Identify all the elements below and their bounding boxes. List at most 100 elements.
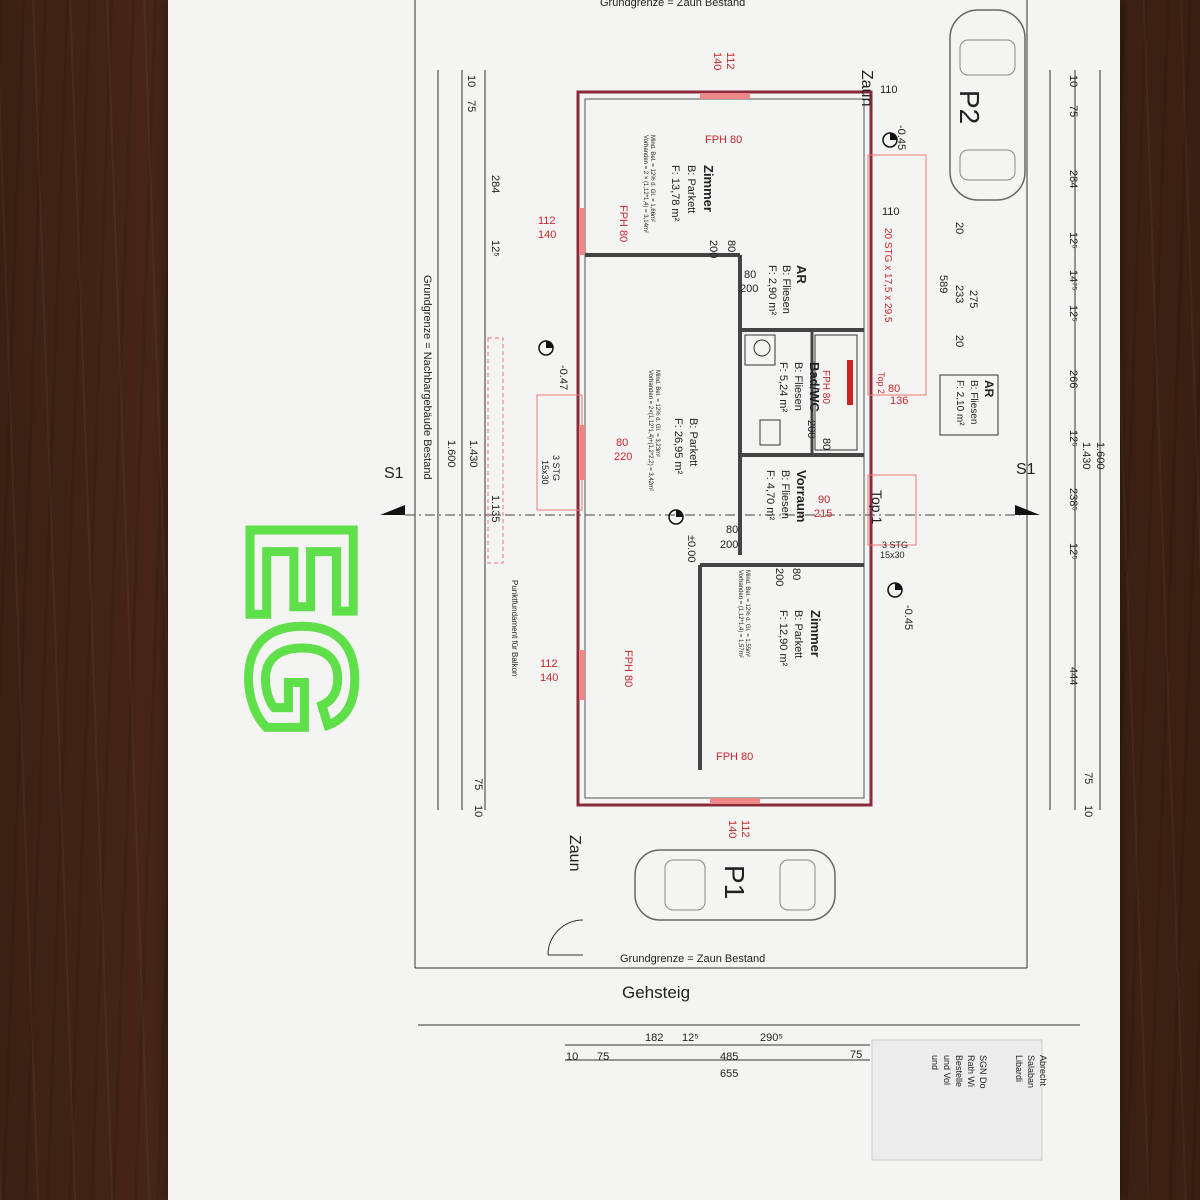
balcony-foundation: [487, 337, 504, 564]
svg-text:238⁵: 238⁵: [1067, 488, 1079, 511]
svg-text:140: 140: [538, 229, 556, 241]
svg-text:1.600: 1.600: [1094, 442, 1106, 470]
svg-text:75: 75: [1082, 772, 1094, 784]
svg-text:140: 140: [726, 820, 738, 838]
room-zimmer-right: Zimmer B: Parkett F: 12,90 m² Mind. Bel.…: [737, 570, 823, 667]
room-wohnen: B: Parkett F: 26,95 m² Mind. Bel. = 12% …: [647, 370, 699, 491]
svg-text:und: und: [930, 1055, 940, 1070]
room-bad: Bad/WC B: Fliesen F: 5,24 m²: [777, 362, 822, 412]
room-ar-small: AR B: Fliesen F: 2,90 m²: [766, 265, 809, 315]
height-bottom: -0.45: [902, 605, 914, 630]
svg-text:F: 4,70 m²: F: 4,70 m²: [764, 470, 776, 520]
label-grundgrenze-left: Grundgrenze = Nachbargebäude Bestand: [421, 275, 433, 480]
svg-text:12⁵: 12⁵: [1067, 305, 1079, 322]
svg-text:F: 5,24 m²: F: 5,24 m²: [777, 362, 789, 412]
car-p1-icon: [634, 849, 836, 921]
svg-text:Bad/WC: Bad/WC: [807, 362, 822, 412]
svg-text:Bestelle: Bestelle: [954, 1055, 964, 1087]
svg-text:485: 485: [720, 1051, 738, 1063]
svg-text:B: Parkett: B: Parkett: [687, 418, 699, 466]
svg-text:14⁷⁵: 14⁷⁵: [1067, 270, 1079, 291]
svg-text:Vorhanden = 2 × (1,12*1,4) = 3: Vorhanden = 2 × (1,12*1,4) = 3,14m²: [642, 135, 648, 233]
svg-text:112: 112: [538, 215, 556, 227]
terrace-stairs: [536, 394, 583, 511]
svg-text:F: 26,95 m²: F: 26,95 m²: [672, 418, 684, 475]
svg-text:90: 90: [818, 494, 830, 506]
label-s1-right: S1: [1016, 461, 1036, 478]
building-outline: [576, 90, 873, 807]
svg-text:10: 10: [465, 75, 477, 87]
height-left: -0.47: [557, 365, 569, 390]
svg-text:F: 12,90 m²: F: 12,90 m²: [777, 610, 789, 667]
label-3stg-b: 3 STG: [551, 455, 561, 481]
svg-text:10: 10: [566, 1051, 578, 1063]
svg-text:12⁵: 12⁵: [1067, 430, 1079, 447]
svg-text:10: 10: [1082, 805, 1094, 817]
svg-text:136: 136: [890, 395, 908, 407]
svg-text:80: 80: [725, 240, 737, 252]
svg-text:275: 275: [967, 290, 979, 308]
svg-text:B: Fliesen: B: Fliesen: [780, 265, 792, 314]
label-gehsteig: Gehsteig: [622, 983, 690, 1002]
svg-text:B: Fliesen: B: Fliesen: [779, 470, 791, 519]
top-cut-text: Grundgrenze = Zaun Bestand: [600, 0, 745, 9]
label-s1-left: S1: [384, 465, 404, 482]
svg-text:Rath Wi: Rath Wi: [966, 1055, 976, 1087]
svg-text:655: 655: [720, 1068, 738, 1080]
room-vorraum: Vorraum B: Fliesen F: 4,70 m²: [764, 470, 809, 523]
svg-text:12⁵: 12⁵: [682, 1032, 699, 1044]
svg-text:112: 112: [739, 820, 751, 838]
svg-text:215: 215: [814, 508, 832, 520]
section-arrow-left-icon: [380, 505, 405, 515]
svg-text:80: 80: [820, 438, 832, 450]
svg-text:Salaban: Salaban: [1026, 1055, 1036, 1088]
svg-text:20: 20: [953, 222, 965, 234]
dims-left: 10 75 284 12⁵ 1.135 75 10 1.430 1.600: [445, 75, 501, 817]
svg-text:Top 2: Top 2: [876, 372, 886, 394]
svg-text:Libardi: Libardi: [1014, 1055, 1024, 1082]
svg-text:75: 75: [597, 1051, 609, 1063]
svg-text:233: 233: [953, 285, 965, 303]
label-3stg-a: 3 STG: [882, 540, 908, 550]
svg-text:1.135: 1.135: [489, 495, 501, 523]
svg-text:80: 80: [616, 437, 628, 449]
entrance-stairs: [867, 474, 917, 546]
svg-text:444: 444: [1067, 667, 1079, 685]
height-top: -0.45: [895, 125, 907, 150]
svg-text:284: 284: [489, 175, 501, 193]
svg-text:Mind. Bel. = 12% d. Gl. = 3,23: Mind. Bel. = 12% d. Gl. = 3,23m²: [654, 370, 660, 457]
label-15x30-a: 15x30: [880, 550, 905, 560]
labels: Zaun Zaun P2 P1 S1 S1 Grundgrenze = Zaun…: [384, 70, 1036, 1002]
label-15x30-b: 15x30: [540, 460, 550, 485]
svg-text:290⁵: 290⁵: [760, 1032, 783, 1044]
svg-text:FPH 80: FPH 80: [617, 205, 629, 242]
svg-text:B: Fliesen: B: Fliesen: [792, 362, 804, 411]
svg-text:F: 2,10 m²: F: 2,10 m²: [954, 380, 965, 426]
window-labels: FPH 80 FPH 80 FPH 80 FPH 80 FPH 80 112 1…: [538, 52, 908, 838]
svg-text:284: 284: [1067, 170, 1079, 188]
svg-text:200: 200: [707, 240, 719, 258]
svg-text:266: 266: [1067, 370, 1079, 388]
interior-walls: [585, 253, 864, 770]
ar-outside-box: [939, 374, 999, 436]
svg-text:80: 80: [744, 269, 756, 281]
svg-text:Zimmer: Zimmer: [701, 165, 716, 212]
svg-text:10: 10: [1067, 75, 1079, 87]
car-p2-icon: [949, 9, 1026, 201]
svg-text:Mind. Bel. = 12% d. Gl. = 1,66: Mind. Bel. = 12% d. Gl. = 1,66m²: [649, 135, 655, 222]
svg-text:75: 75: [1067, 105, 1079, 117]
label-punktfundament: Punktfundament für Balkon: [510, 580, 519, 677]
svg-text:10: 10: [472, 805, 484, 817]
svg-text:80: 80: [726, 524, 738, 536]
label-zaun-bottom: Zaun: [566, 835, 583, 871]
label-p2: P2: [954, 90, 985, 124]
svg-text:FPH 80: FPH 80: [716, 751, 753, 763]
title-block-text: Abrecht Salaban Libardi SGN Do Rath Wi B…: [930, 1055, 1048, 1089]
svg-text:F: 13,78 m²: F: 13,78 m²: [669, 165, 681, 222]
svg-text:220: 220: [614, 451, 632, 463]
svg-text:75: 75: [472, 778, 484, 790]
svg-text:Zimmer: Zimmer: [808, 610, 823, 657]
svg-text:110: 110: [880, 84, 898, 96]
svg-text:200: 200: [805, 420, 817, 438]
title-block: [871, 1039, 1043, 1161]
